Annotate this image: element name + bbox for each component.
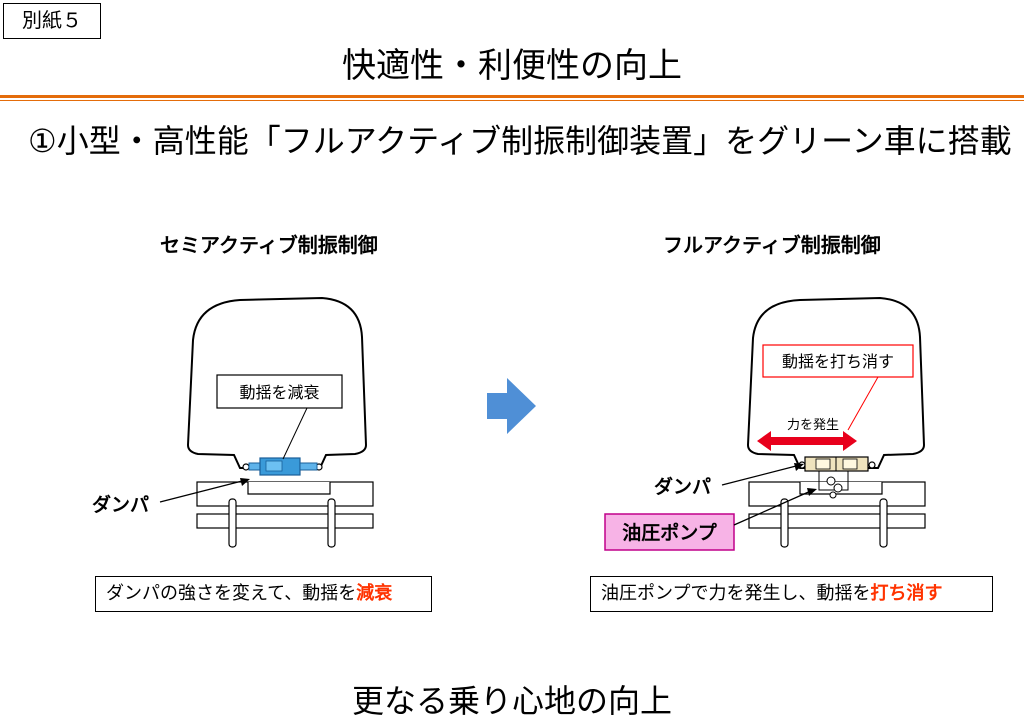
left-callout-box <box>216 374 343 409</box>
page-title: 快適性・利便性の向上 <box>342 46 682 86</box>
left-car-diagram: 動揺を減衰 ダンパ <box>92 296 374 548</box>
left-caption-highlight: 減衰 <box>356 583 393 604</box>
left-heading: セミアクティブ制振制御 <box>160 233 378 257</box>
right-damper-label: ダンパ <box>654 475 711 498</box>
right-callout-text: 動揺を打ち消す <box>782 352 894 371</box>
right-caption-text: 油圧ポンプで力を発生し、動揺を <box>601 583 871 604</box>
title-rule <box>0 95 1024 98</box>
left-damper <box>242 457 323 476</box>
left-wheel-2 <box>327 498 336 548</box>
left-damper-label: ダンパ <box>92 493 149 516</box>
right-bogie-lower <box>748 513 926 529</box>
pump-label-box <box>604 513 735 551</box>
transition-arrow-icon <box>487 378 536 434</box>
left-caption-text: ダンパの強さを変えて、動揺を <box>106 583 357 604</box>
title-rule-thin <box>0 100 1024 101</box>
right-caption: 油圧ポンプで力を発生し、動揺を打ち消す <box>590 576 993 612</box>
left-caption: ダンパの強さを変えて、動揺を減衰 <box>95 576 432 612</box>
left-wheel-1 <box>228 498 237 548</box>
left-bogie-lower <box>196 513 374 529</box>
right-heading: フルアクティブ制振制御 <box>663 233 881 257</box>
right-car-body <box>746 296 926 469</box>
section-subtitle: ①小型・高性能「フルアクティブ制振制御装置」をグリーン車に搭載 <box>28 122 1012 160</box>
right-wheel-2 <box>879 498 888 548</box>
left-callout-text: 動揺を減衰 <box>239 383 319 402</box>
attachment-tag: 別紙５ <box>3 3 101 39</box>
force-label: 力を発生 <box>787 418 839 433</box>
right-wheel-1 <box>780 498 789 548</box>
right-car-diagram: 力を発生 動揺を打ち消す ダンパ 油圧ポンプ <box>604 296 926 551</box>
pump-label: 油圧ポンプ <box>622 521 717 544</box>
left-bogie-pocket <box>247 482 331 495</box>
right-callout-box <box>762 344 914 378</box>
right-caption-highlight: 打ち消す <box>870 583 943 604</box>
force-arrow-icon <box>757 431 857 451</box>
footer-conclusion: 更なる乗り心地の向上 <box>351 682 672 720</box>
